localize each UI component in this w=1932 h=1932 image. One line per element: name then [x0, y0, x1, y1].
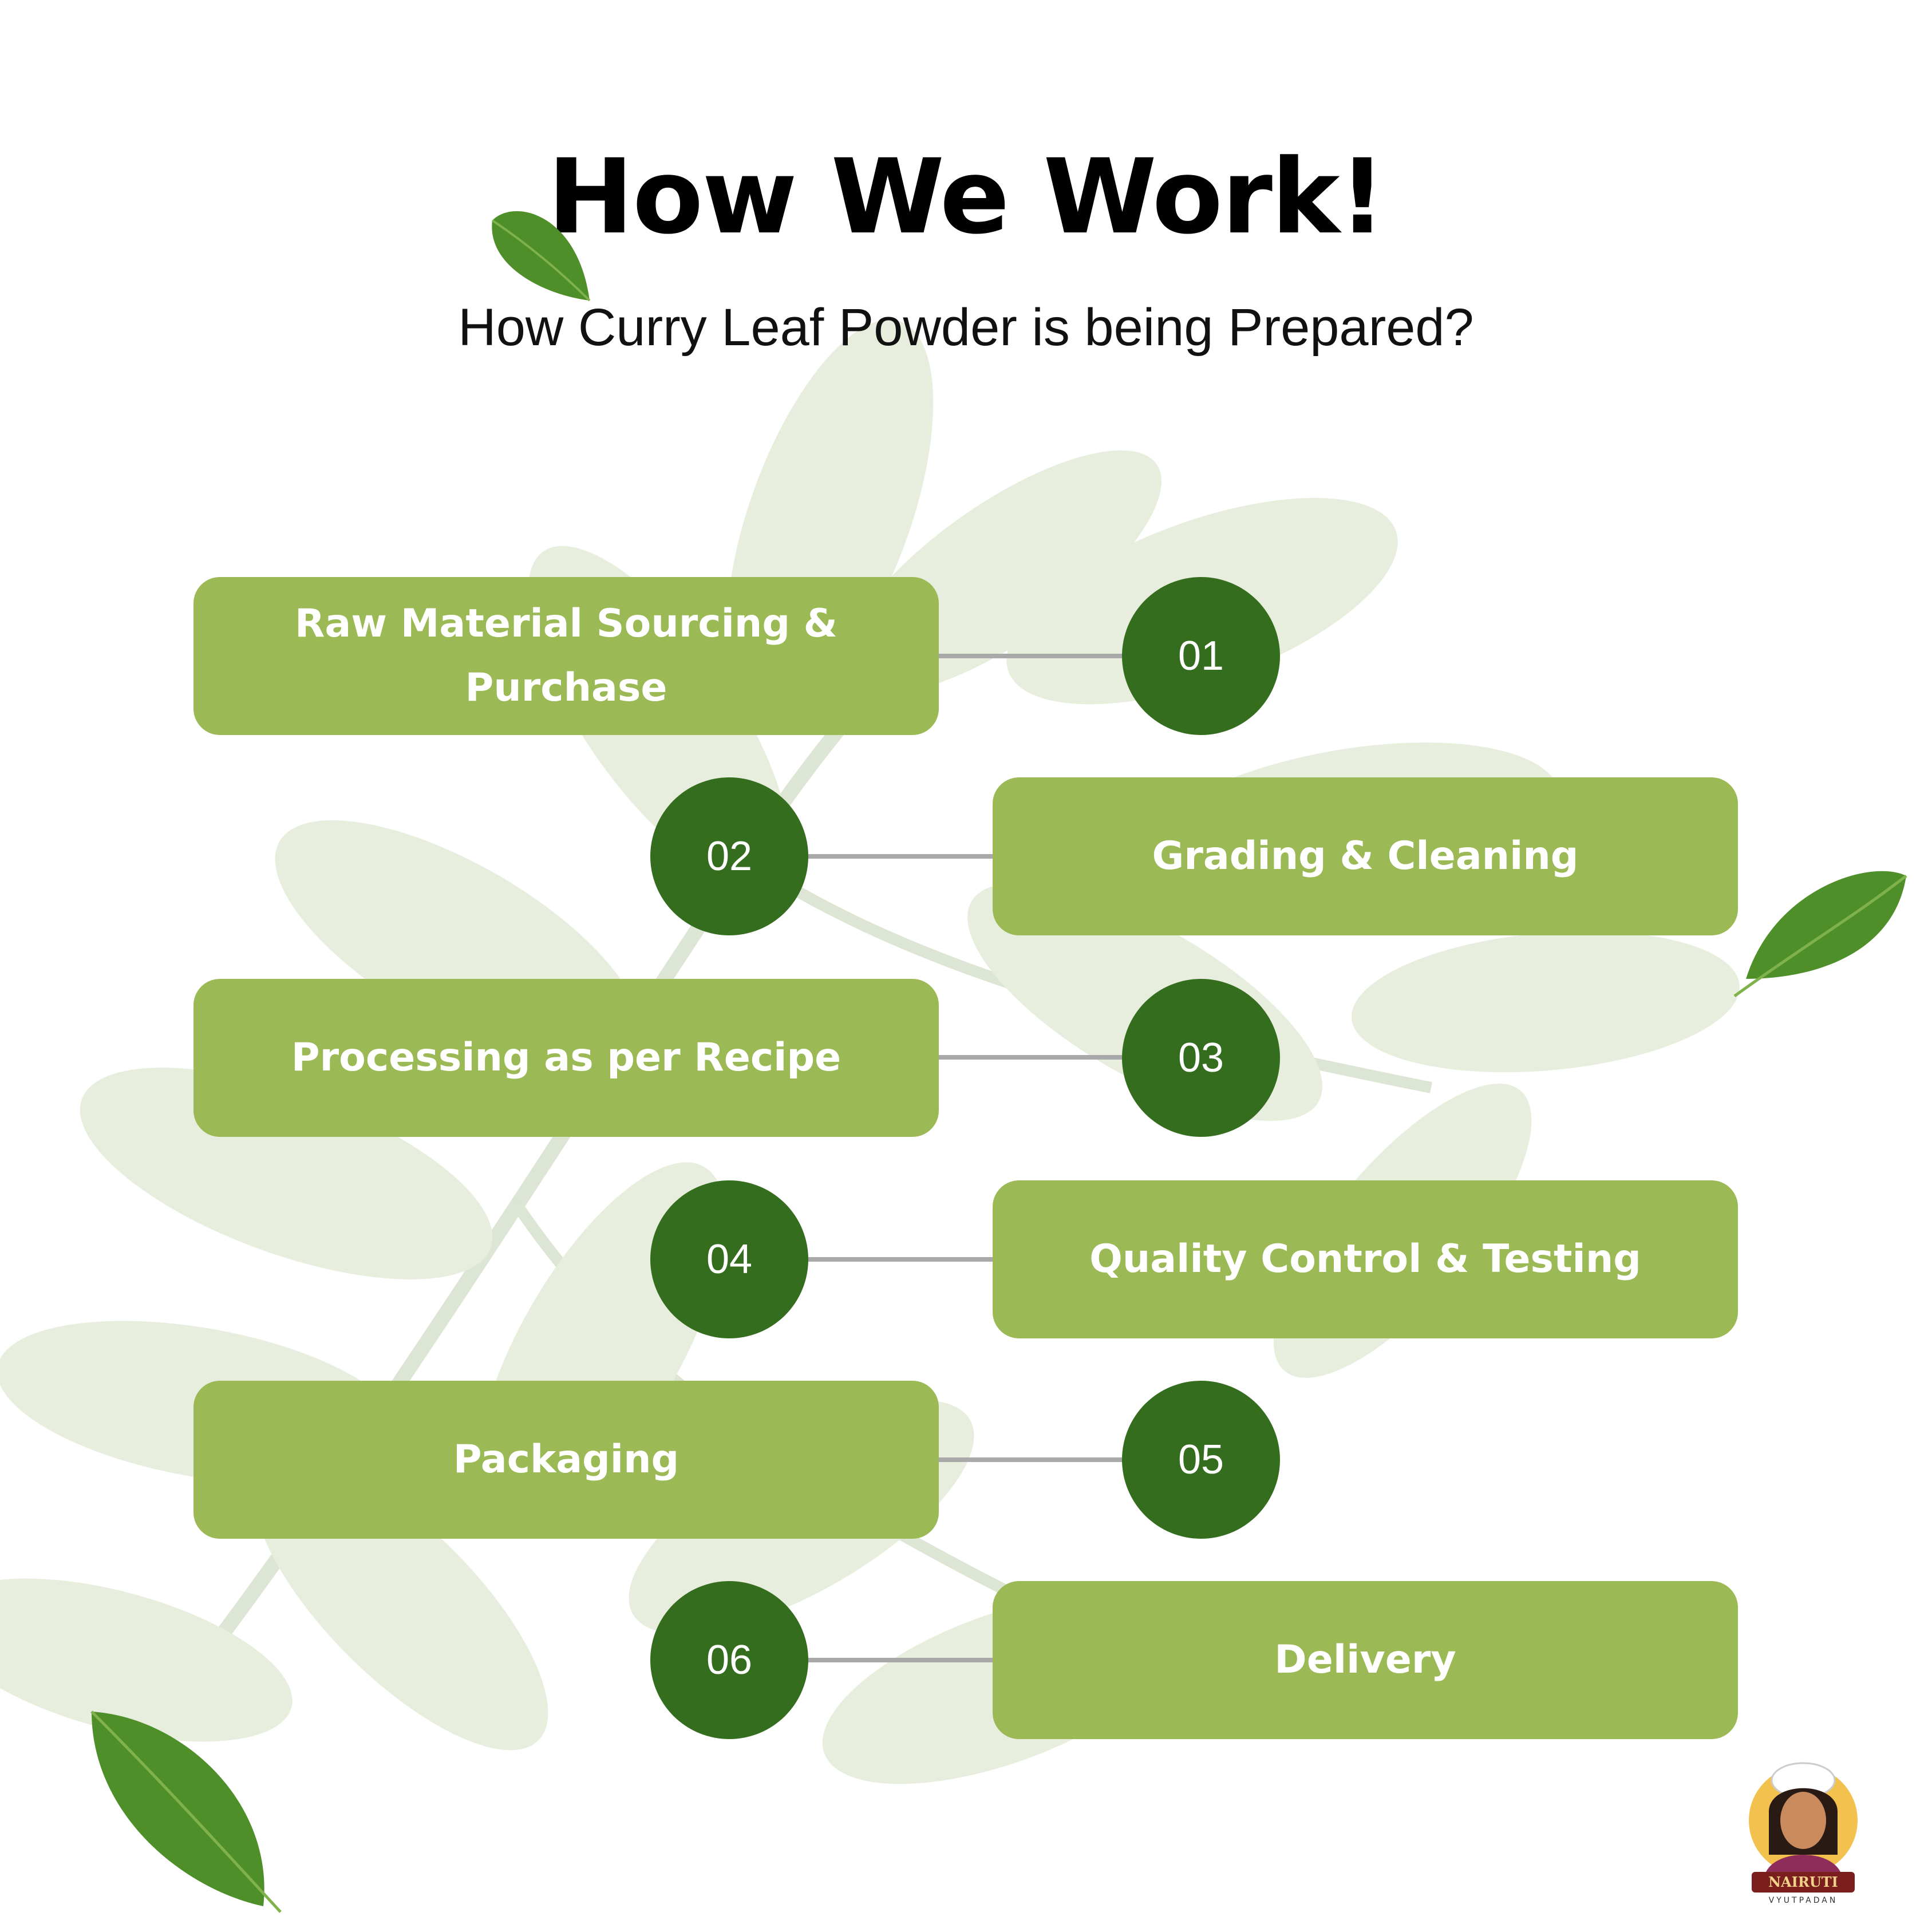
step-2-label: Grading & Cleaning	[1152, 833, 1579, 879]
step-3-number-text: 03	[1178, 1035, 1224, 1081]
step-4-label: Quality Control & Testing	[1089, 1236, 1641, 1282]
step-4-number: 04	[650, 1180, 808, 1338]
leaf-icon	[1733, 871, 1907, 998]
page-title: How We Work!	[547, 137, 1386, 257]
step-6-label: Delivery	[1274, 1637, 1456, 1682]
page-subtitle: How Curry Leaf Powder is being Prepared?	[458, 298, 1474, 357]
step-5-number: 05	[1122, 1381, 1280, 1539]
step-connector	[804, 1257, 993, 1262]
leaf-icon	[491, 211, 591, 302]
brand-logo: NAIRUTI VYUTPADAN	[1749, 1762, 1858, 1905]
step-2-number-text: 02	[706, 833, 753, 879]
step-4-box: Quality Control & Testing	[993, 1180, 1738, 1338]
step-connector	[939, 1457, 1128, 1462]
step-connector	[804, 1658, 993, 1662]
step-connector	[939, 654, 1128, 658]
step-6-box: Delivery	[993, 1581, 1738, 1739]
step-1-number-text: 01	[1178, 633, 1224, 679]
step-6-number-text: 06	[706, 1637, 753, 1683]
step-5-number-text: 05	[1178, 1437, 1224, 1483]
leaf-icon	[90, 1710, 282, 1913]
step-1-box: Raw Material Sourcing & Purchase	[193, 577, 939, 735]
step-connector	[939, 1055, 1128, 1060]
step-3-label: Processing as per Recipe	[291, 1035, 841, 1080]
step-2-number: 02	[650, 777, 808, 935]
logo-tagline-text: VYUTPADAN	[1769, 1896, 1838, 1905]
step-2-box: Grading & Cleaning	[993, 777, 1738, 935]
step-3-number: 03	[1122, 979, 1280, 1137]
step-4-number-text: 04	[706, 1236, 753, 1282]
step-1-number: 01	[1122, 577, 1280, 735]
step-5-box: Packaging	[193, 1381, 939, 1539]
logo-brand-text: NAIRUTI	[1768, 1874, 1838, 1890]
step-3-box: Processing as per Recipe	[193, 979, 939, 1137]
step-1-label: Raw Material Sourcing & Purchase	[295, 601, 837, 710]
step-6-number: 06	[650, 1581, 808, 1739]
step-5-label: Packaging	[453, 1437, 679, 1482]
step-connector	[804, 854, 993, 859]
